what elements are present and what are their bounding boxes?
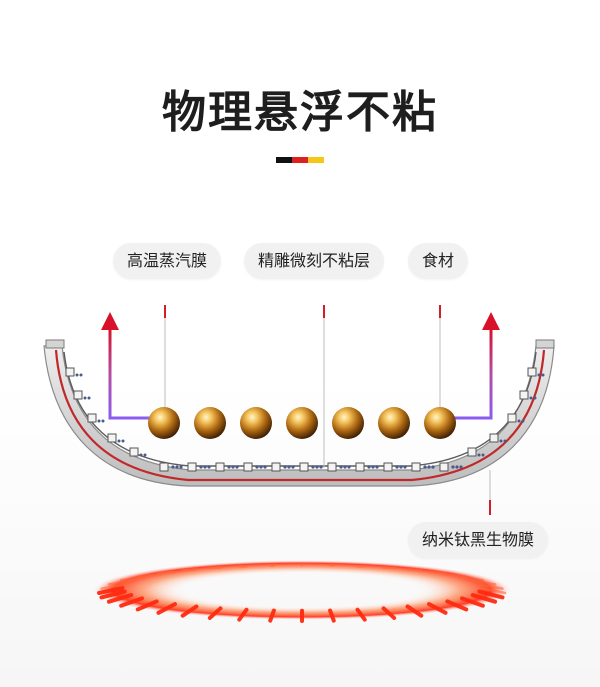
flag-color-bar xyxy=(276,157,324,163)
golden-food-ball-icon xyxy=(148,407,180,439)
golden-food-ball-icon xyxy=(194,407,226,439)
golden-food-ball-icon xyxy=(240,407,272,439)
label-steam-film: 高温蒸汽膜 xyxy=(113,243,222,279)
upward-steam-arrow-icon-left xyxy=(101,312,150,420)
flag-yellow-stripe xyxy=(308,157,324,163)
page-title: 物理悬浮不粘 xyxy=(162,87,438,138)
golden-food-ball-icon xyxy=(332,407,364,439)
food-balls xyxy=(148,407,456,439)
label-bio-film: 纳米钛黑生物膜 xyxy=(408,522,549,558)
golden-food-ball-icon xyxy=(286,407,318,439)
flag-black-stripe xyxy=(276,157,292,163)
label-nonstick-layer: 精雕微刻不粘层 xyxy=(244,243,385,279)
upward-steam-arrow-icon-right xyxy=(452,312,500,420)
golden-food-ball-icon xyxy=(378,407,410,439)
golden-food-ball-icon xyxy=(424,407,456,439)
label-food: 食材 xyxy=(408,243,469,279)
heat-ring-icon xyxy=(92,560,512,623)
flag-red-stripe xyxy=(292,157,308,163)
pan-cross-section xyxy=(43,339,555,487)
